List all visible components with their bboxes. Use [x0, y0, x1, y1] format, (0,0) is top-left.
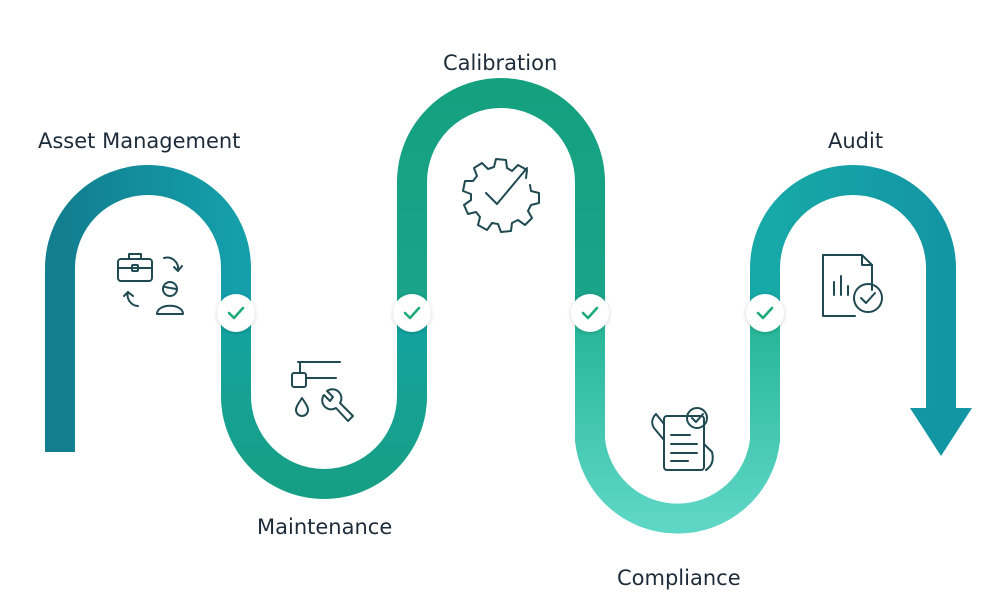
check-icon	[227, 306, 245, 320]
stage-label-audit: Audit	[828, 129, 883, 153]
asset-transfer-icon	[117, 253, 184, 315]
flow-segment-maintenance	[221, 313, 427, 499]
stage-label-compliance: Compliance	[617, 566, 741, 590]
check-icon	[403, 306, 421, 320]
report-check-icon	[822, 254, 883, 317]
checkpoint-1	[217, 294, 255, 332]
stage-label-calibration: Calibration	[443, 51, 557, 75]
check-icon	[581, 306, 599, 320]
stage-label-asset-management: Asset Management	[38, 129, 240, 153]
flow-segment-compliance	[575, 313, 780, 534]
flow-segment-asset-management	[45, 165, 251, 452]
checkpoint-3	[571, 294, 609, 332]
flow-segment-calibration	[397, 78, 605, 313]
flow-arrowhead	[910, 408, 972, 456]
stage-label-maintenance: Maintenance	[257, 515, 392, 539]
checkpoint-2	[393, 294, 431, 332]
faucet-wrench-icon	[291, 361, 354, 422]
check-icon	[756, 306, 774, 320]
clipboard-check-icon	[651, 407, 714, 471]
checkpoint-4	[746, 294, 784, 332]
gear-check-icon	[462, 158, 540, 233]
flow-segment-audit	[750, 165, 956, 408]
